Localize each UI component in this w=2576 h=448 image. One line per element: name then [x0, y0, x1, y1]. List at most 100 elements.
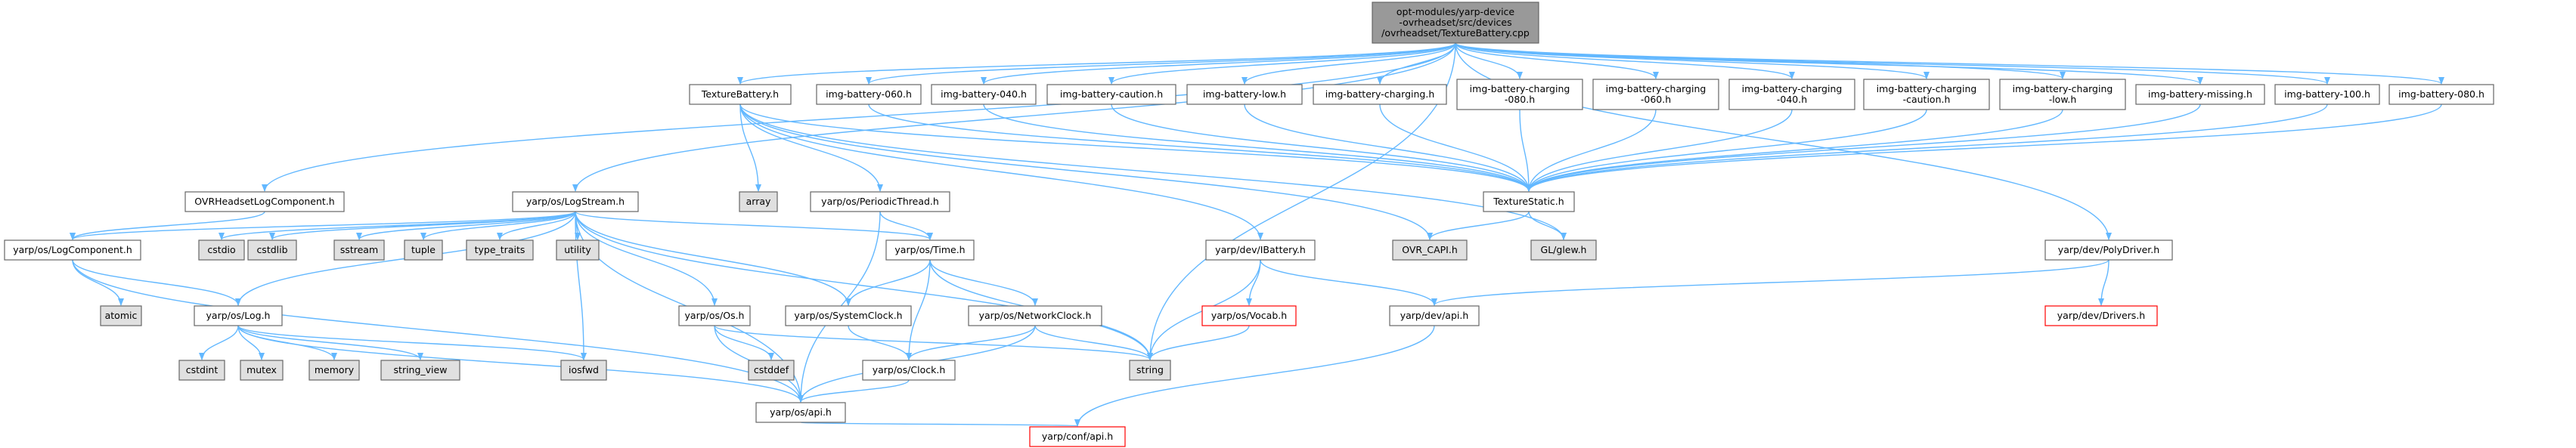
node-oslog[interactable]: yarp/os/Log.h — [194, 305, 283, 326]
node-imgch040[interactable]: img-battery-charging-040.h — [1728, 79, 1855, 110]
node-box — [785, 305, 912, 326]
node-osapi[interactable]: yarp/os/api.h — [755, 402, 846, 423]
node-label: yarp/os/Vocab.h — [1211, 310, 1287, 321]
node-ovrlog[interactable]: OVRHeadsetLogComponent.h — [184, 191, 345, 212]
node-box — [2274, 84, 2380, 105]
node-ovrcapi: OVR_CAPI.h — [1392, 239, 1468, 261]
include-edge-root-to-imgch060 — [1455, 42, 1659, 79]
include-edge-root-to-img080 — [1455, 42, 2444, 85]
include-edge-imgchcaution-to-texstatic — [1526, 109, 1927, 192]
node-label: yarp/dev/IBattery.h — [1215, 244, 1306, 255]
include-edge-root-to-imgch080 — [1455, 42, 1523, 79]
include-edge-root-to-imgcaution — [1108, 42, 1456, 85]
include-edge-root-to-imglow — [1242, 42, 1456, 85]
node-imgchlow[interactable]: img-battery-charging-low.h — [1999, 79, 2126, 110]
node-label: yarp/os/Os.h — [685, 310, 745, 321]
node-box — [689, 84, 792, 105]
include-edge-img080-to-texstatic — [1526, 104, 2442, 192]
node-polydriver[interactable]: yarp/dev/PolyDriver.h — [2044, 239, 2173, 261]
node-logstream[interactable]: yarp/os/LogStream.h — [512, 191, 639, 212]
node-imglow[interactable]: img-battery-low.h — [1186, 84, 1303, 105]
include-edge-logstream-to-logcomp — [70, 211, 576, 240]
node-imgchcaution[interactable]: img-battery-charging-caution.h — [1863, 79, 1990, 110]
node-tuple: tuple — [404, 239, 443, 261]
node-logcomp[interactable]: yarp/os/LogComponent.h — [4, 239, 141, 261]
node-img040[interactable]: img-battery-040.h — [931, 84, 1037, 105]
node-label: yarp/os/NetworkClock.h — [979, 310, 1092, 321]
node-sysclock[interactable]: yarp/os/SystemClock.h — [785, 305, 912, 326]
node-label: yarp/conf/api.h — [1042, 431, 1113, 442]
node-box — [2044, 239, 2173, 261]
node-box — [1483, 191, 1575, 212]
node-label: string_view — [394, 364, 448, 375]
include-edge-root-to-imgmissing — [1455, 42, 2203, 85]
include-edge-imgchlow-to-texstatic — [1526, 109, 2063, 192]
include-edge-root-to-imgchlow — [1455, 42, 2066, 79]
node-box — [198, 239, 245, 261]
include-edge-osos-to-cstddef — [714, 325, 774, 360]
include-edge-img040-to-texstatic — [983, 104, 1532, 192]
node-label: img-battery-low.h — [1203, 88, 1286, 100]
node-ibattery[interactable]: yarp/dev/IBattery.h — [1205, 239, 1316, 261]
node-iosfwd: iosfwd — [560, 360, 607, 381]
include-edge-oslog-to-mutex — [237, 325, 265, 360]
include-edge-texbattery-to-array — [739, 104, 761, 192]
node-label: mutex — [246, 364, 277, 375]
include-edge-polydriver-to-drivers — [2098, 259, 2109, 306]
include-edge-ostime-to-sysclock — [845, 259, 931, 306]
node-box — [178, 360, 225, 381]
node-img100[interactable]: img-battery-100.h — [2274, 84, 2380, 105]
node-drivers: yarp/dev/Drivers.h — [2044, 305, 2158, 326]
node-box — [560, 360, 607, 381]
node-ostime[interactable]: yarp/os/Time.h — [885, 239, 975, 261]
node-texbattery[interactable]: TextureBattery.h — [689, 84, 792, 105]
node-img080[interactable]: img-battery-080.h — [2388, 84, 2494, 105]
node-label: yarp/dev/Drivers.h — [2057, 310, 2145, 321]
node-label: sstream — [340, 244, 378, 255]
include-edge-ostime-to-netclock — [929, 259, 1038, 306]
node-periodic[interactable]: yarp/os/PeriodicThread.h — [810, 191, 950, 212]
node-box — [1389, 305, 1480, 326]
include-edge-osos-to-string — [714, 325, 1153, 360]
include-edge-root-to-logstream — [572, 42, 1456, 192]
include-edge-root-to-texbattery — [737, 42, 1456, 85]
node-netclock[interactable]: yarp/os/NetworkClock.h — [968, 305, 1102, 326]
node-label: GL/glew.h — [1541, 244, 1587, 255]
node-imgch060[interactable]: img-battery-charging-060.h — [1592, 79, 1719, 110]
node-box — [1372, 2, 1539, 44]
node-box — [1999, 79, 2126, 110]
node-imgch080[interactable]: img-battery-charging-080.h — [1456, 79, 1583, 110]
node-box — [862, 360, 956, 381]
include-edge-logcomp-to-oslog — [72, 259, 241, 306]
node-box — [1728, 79, 1855, 110]
node-box — [816, 84, 922, 105]
include-edge-imgch080-to-texstatic — [1519, 109, 1532, 192]
node-imgcharging[interactable]: img-battery-charging.h — [1313, 84, 1447, 105]
node-box — [2135, 84, 2265, 105]
include-edge-oslog-to-iosfwd — [237, 325, 587, 360]
include-edge-logstream-to-iosfwd — [575, 211, 587, 360]
include-edge-polydriver-to-devapi — [1431, 259, 2109, 306]
node-root[interactable]: opt-modules/yarp-device-ovrheadset/src/d… — [1372, 2, 1539, 44]
node-imgmissing[interactable]: img-battery-missing.h — [2135, 84, 2265, 105]
node-imgcaution[interactable]: img-battery-caution.h — [1046, 84, 1176, 105]
node-box — [885, 239, 975, 261]
node-osclock[interactable]: yarp/os/Clock.h — [862, 360, 956, 381]
node-label: memory — [315, 364, 355, 375]
node-utility: utility — [556, 239, 600, 261]
node-img060[interactable]: img-battery-060.h — [816, 84, 922, 105]
include-edge-texbattery-to-ibattery — [739, 104, 1263, 240]
node-box — [755, 402, 846, 423]
include-edge-vocab-to-string — [1147, 325, 1250, 360]
node-texstatic[interactable]: TextureStatic.h — [1483, 191, 1575, 212]
node-label: type_traits — [475, 244, 525, 255]
node-label: -060.h — [1641, 94, 1671, 105]
include-edge-oslog-to-cstdint — [199, 325, 239, 360]
include-edge-imgcharging-to-texstatic — [1379, 104, 1532, 192]
node-box — [739, 191, 778, 212]
node-devapi[interactable]: yarp/dev/api.h — [1389, 305, 1480, 326]
include-edge-root-to-imgchcaution — [1455, 42, 1930, 79]
node-osos[interactable]: yarp/os/Os.h — [678, 305, 751, 326]
node-label: -caution.h — [1903, 94, 1951, 105]
node-box — [556, 239, 600, 261]
